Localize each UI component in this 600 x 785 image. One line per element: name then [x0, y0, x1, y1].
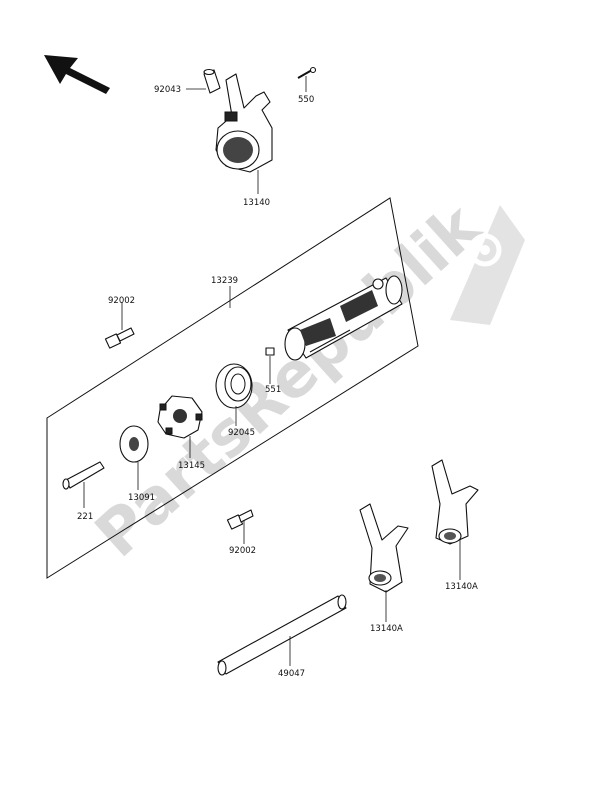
- label-13140a-left: 13140A: [370, 624, 403, 634]
- part-550-pin: [297, 66, 317, 79]
- label-550: 550: [298, 95, 314, 105]
- part-13140a-fork-right: [431, 459, 479, 545]
- label-13239: 13239: [211, 276, 238, 286]
- label-13140a-right: 13140A: [445, 582, 478, 592]
- shift-drum-assembly-frame: [46, 197, 419, 579]
- part-13140a-fork-left: [359, 503, 409, 593]
- label-49047: 49047: [278, 669, 305, 679]
- part-551-pin: [265, 347, 275, 356]
- part-labels: 92043 550 13140 13239 92002 551 92045 13…: [77, 85, 478, 679]
- part-49047-shaft: [217, 594, 347, 676]
- part-92043-pin: [203, 68, 221, 94]
- part-92002-bolt-top: [104, 327, 135, 349]
- leader-lines: [83, 76, 461, 666]
- watermark-text: PartsRepublik: [81, 188, 495, 571]
- part-221-bolt: [62, 461, 105, 490]
- label-92002-bottom: 92002: [229, 546, 256, 556]
- part-13239-shift-drum: [284, 275, 403, 361]
- part-13145-cam: [157, 395, 203, 439]
- part-13140-shift-fork: [215, 73, 273, 173]
- front-direction-arrow-icon: [44, 55, 110, 94]
- label-551: 551: [265, 385, 281, 395]
- label-221: 221: [77, 512, 93, 522]
- label-13145: 13145: [178, 461, 205, 471]
- gear-logo-icon: [450, 205, 525, 325]
- label-92043: 92043: [154, 85, 181, 95]
- part-13091-plate: [119, 425, 149, 463]
- part-92045-bearing: [215, 363, 253, 409]
- label-92002-top: 92002: [108, 296, 135, 306]
- label-92045: 92045: [228, 428, 255, 438]
- part-92002-bolt-bottom: [226, 509, 254, 530]
- label-13140: 13140: [243, 198, 270, 208]
- label-13091: 13091: [128, 493, 155, 503]
